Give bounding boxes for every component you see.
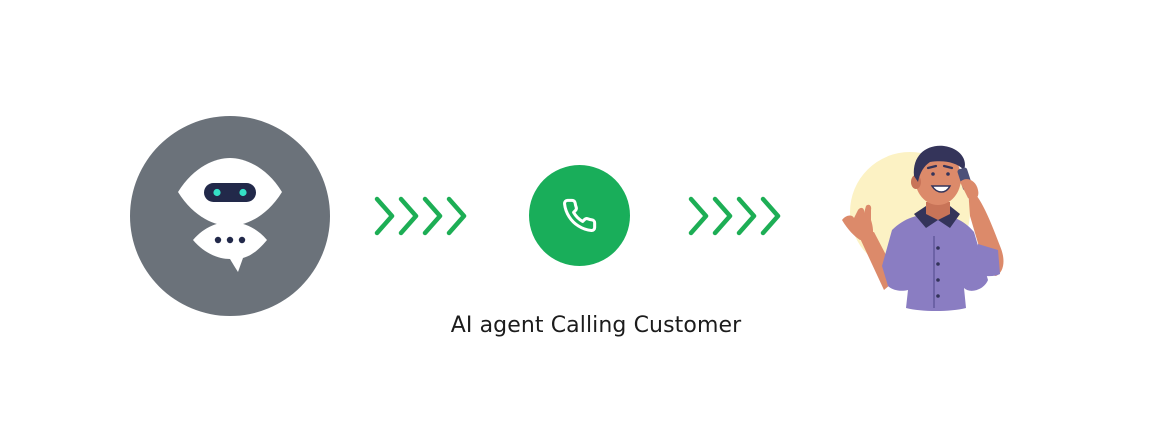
bubble-dot-1	[214, 236, 222, 244]
robot-visor	[204, 183, 256, 202]
phone-circle	[529, 165, 630, 266]
customer-node	[842, 145, 1004, 311]
customer-left-hand	[842, 204, 874, 240]
customer-hair	[913, 145, 966, 182]
phone-icon	[563, 198, 597, 233]
ai-robot-icon	[178, 158, 282, 272]
chevron-arrows-icon	[688, 196, 781, 236]
connector-arrows-left	[374, 196, 467, 236]
diagram-caption: AI agent Calling Customer	[450, 313, 742, 338]
connector-arrows-right	[688, 196, 781, 236]
robot-eye-left	[213, 188, 221, 197]
chevron-arrows-icon	[374, 196, 467, 236]
phone-node	[529, 165, 630, 266]
bubble-dot-2	[226, 236, 234, 244]
bubble-dot-3	[238, 236, 246, 244]
ai-agent-node	[130, 116, 330, 316]
robot-eye-right	[239, 188, 247, 197]
robot-speech-bubble	[193, 222, 267, 272]
customer-on-phone-illustration	[842, 145, 1004, 311]
